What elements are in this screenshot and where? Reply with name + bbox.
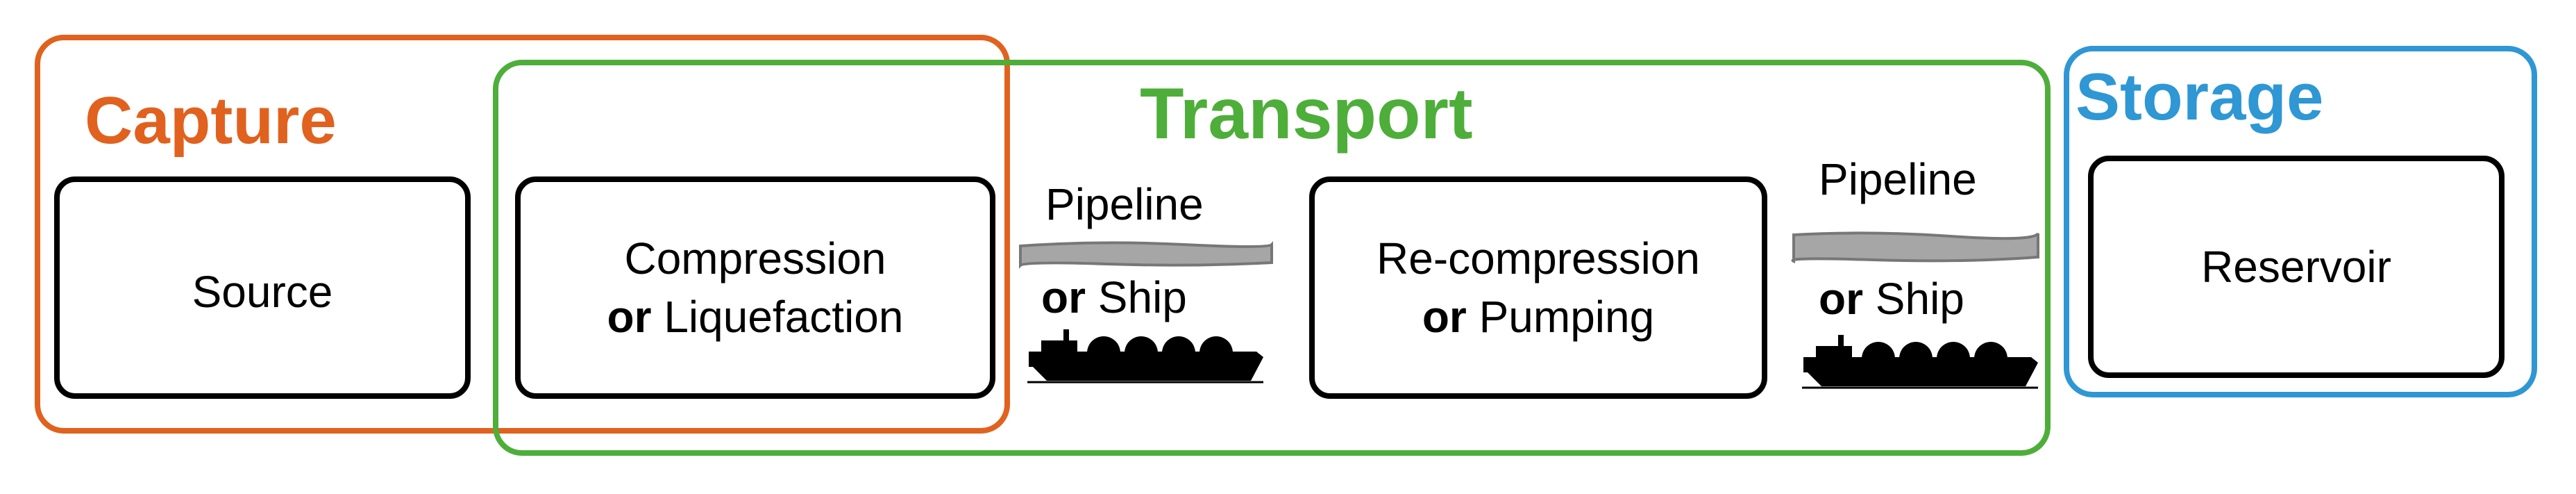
liquefaction-text: Liquefaction xyxy=(664,292,904,342)
compression-or: or xyxy=(607,292,652,342)
compression-box: Compression or Liquefaction xyxy=(515,176,995,399)
source-text: Source xyxy=(192,266,333,317)
ship-or-2: or xyxy=(1819,274,1863,324)
pipe-icon xyxy=(1019,241,1273,269)
ship-label-2: or Ship xyxy=(1819,277,1964,321)
ship-icon xyxy=(1027,329,1263,384)
storage-group-frame xyxy=(2064,46,2537,397)
storage-label: Storage xyxy=(2076,60,2324,134)
pipe-icon xyxy=(1791,231,2039,264)
capture-group-frame xyxy=(35,35,1010,434)
ship-text-2: Ship xyxy=(1875,274,1964,324)
compression-line2: or Liquefaction xyxy=(607,288,904,346)
ship-label-1: or Ship xyxy=(1041,275,1187,320)
transport-group-frame xyxy=(493,60,2051,456)
reservoir-box: Reservoir xyxy=(2088,156,2505,378)
recompression-or: or xyxy=(1422,292,1467,342)
source-box: Source xyxy=(54,176,471,399)
ship-or-1: or xyxy=(1041,272,1086,322)
pipeline-label-1: Pipeline xyxy=(1045,179,1204,229)
pumping-text: Pumping xyxy=(1479,292,1655,342)
transport-label: Transport xyxy=(1140,74,1473,154)
capture-label: Capture xyxy=(85,83,337,158)
compression-line1: Compression xyxy=(624,233,886,283)
ship-text-1: Ship xyxy=(1097,272,1187,322)
recompression-line1: Re-compression xyxy=(1377,233,1700,283)
recompression-box: Re-compression or Pumping xyxy=(1309,176,1767,399)
reservoir-text: Reservoir xyxy=(2201,241,2391,292)
pipeline-label-2: Pipeline xyxy=(1819,154,1977,204)
recompression-line2: or Pumping xyxy=(1422,288,1654,346)
ship-icon xyxy=(1802,335,2038,389)
